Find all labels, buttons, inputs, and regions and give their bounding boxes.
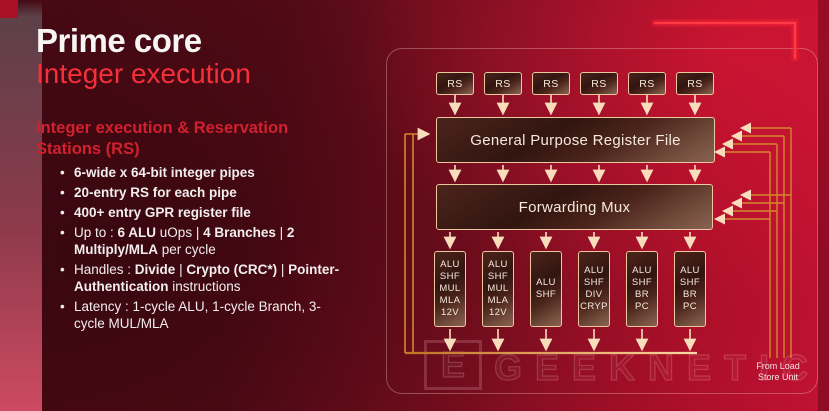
bullet-icon: • xyxy=(60,262,65,277)
bullet-icon: • xyxy=(60,225,65,240)
list-item: • Latency : 1-cycle ALU, 1-cycle Branch,… xyxy=(36,298,366,332)
list-item: • 400+ entry GPR register file xyxy=(36,204,366,221)
bullet-text: 6-wide x 64-bit integer pipes xyxy=(74,165,255,180)
bullet-icon: • xyxy=(60,299,65,314)
watermark-logo: E xyxy=(424,340,482,390)
rs-box-5: RS xyxy=(628,72,666,95)
rs-box-4: RS xyxy=(580,72,618,95)
exec-unit-1: ALU SHF MUL MLA 12V xyxy=(434,251,466,327)
watermark-logo-letter: E xyxy=(440,343,465,385)
rs-box-2: RS xyxy=(484,72,522,95)
from-load-store-unit-label: From Load Store Unit xyxy=(756,361,800,382)
bullet-icon: • xyxy=(60,205,65,220)
exec-unit-5: ALU SHF BR PC xyxy=(626,251,658,327)
rs-box-3: RS xyxy=(532,72,570,95)
bullet-text: Up to : 6 ALU uOps | 4 Branches | 2 Mult… xyxy=(74,225,295,257)
bullet-icon: • xyxy=(60,185,65,200)
exec-unit-3: ALU SHF xyxy=(530,251,562,327)
list-item: • Handles : Divide | Crypto (CRC*) | Poi… xyxy=(36,261,366,295)
bullet-text: 20-entry RS for each pipe xyxy=(74,185,237,200)
bullet-text: Handles : Divide | Crypto (CRC*) | Point… xyxy=(74,262,340,294)
section-heading: Integer execution & Reservation Stations… xyxy=(36,119,289,158)
right-edge-shade xyxy=(818,0,829,411)
exec-unit-2: ALU SHF MUL MLA 12V xyxy=(482,251,514,327)
list-item: • Up to : 6 ALU uOps | 4 Branches | 2 Mu… xyxy=(36,224,366,258)
diagram-panel xyxy=(386,48,818,394)
forwarding-mux-box: Forwarding Mux xyxy=(436,184,713,230)
bullet-list: • 6-wide x 64-bit integer pipes • 20-ent… xyxy=(36,164,366,335)
page-subtitle: Integer execution xyxy=(36,58,251,89)
list-item: • 6-wide x 64-bit integer pipes xyxy=(36,164,366,181)
rs-box-1: RS xyxy=(436,72,474,95)
bullet-text: 400+ entry GPR register file xyxy=(74,205,251,220)
exec-unit-6: ALU SHF BR PC xyxy=(674,251,706,327)
rs-box-6: RS xyxy=(676,72,714,95)
exec-unit-4: ALU SHF DIV CRYP xyxy=(578,251,610,327)
left-gradient-strip xyxy=(0,0,42,411)
list-item: • 20-entry RS for each pipe xyxy=(36,184,366,201)
corner-accent-square xyxy=(0,0,18,18)
bullet-icon: • xyxy=(60,165,65,180)
watermark-text: GEEKNETIC xyxy=(493,346,822,388)
gprf-box: General Purpose Register File xyxy=(436,117,715,163)
page-title: Prime core xyxy=(36,22,202,59)
bullet-text: Latency : 1-cycle ALU, 1-cycle Branch, 3… xyxy=(74,299,321,331)
